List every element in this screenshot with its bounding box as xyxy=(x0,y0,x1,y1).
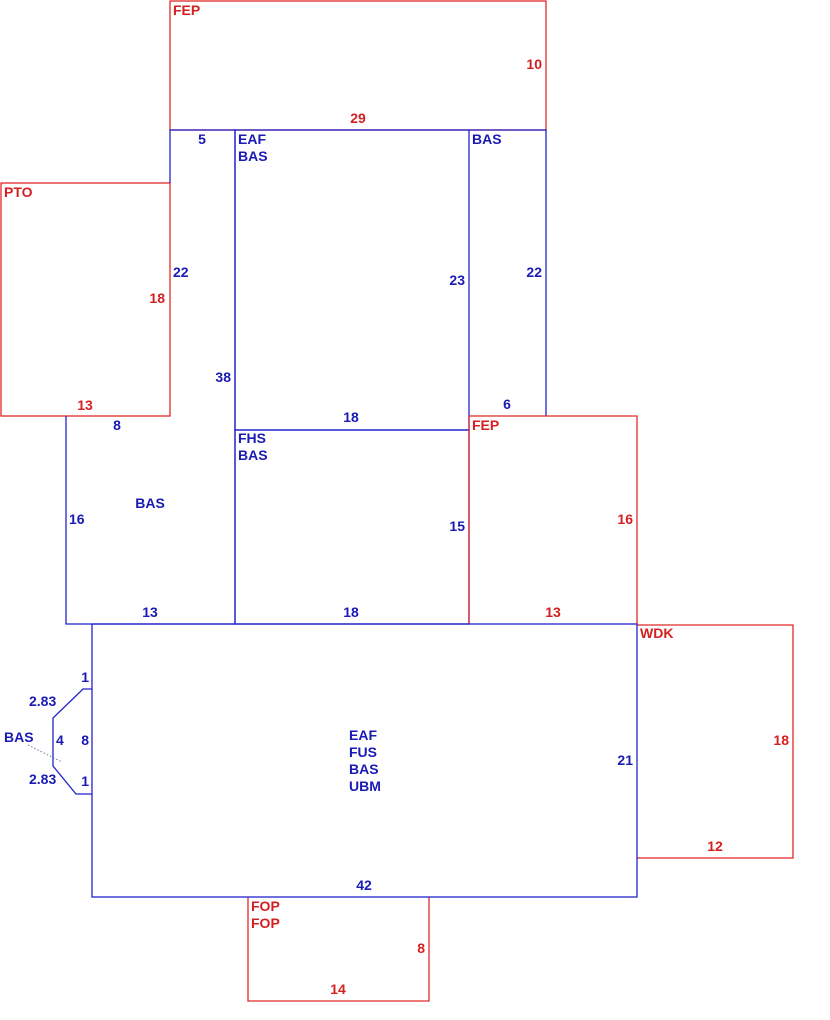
main-dim-height: 21 xyxy=(617,752,633,768)
bay-dim-diag-bottom: 2.83 xyxy=(29,771,56,787)
bay-dim-bottom-1: 1 xyxy=(81,773,89,789)
fhs-bas-code-1: FHS xyxy=(238,430,266,446)
main-code-3: BAS xyxy=(349,761,379,777)
bas-left-dim-8: 8 xyxy=(113,417,121,433)
bay-dim-top-1: 1 xyxy=(81,669,89,685)
wdk-code: WDK xyxy=(640,625,673,641)
area-main: EAF FUS BAS UBM 21 42 xyxy=(91,623,638,898)
wdk-outline xyxy=(637,624,794,859)
bas-left-dim-38: 38 xyxy=(215,369,231,385)
main-code-2: FUS xyxy=(349,744,377,760)
bay-leader-line xyxy=(27,744,63,763)
bas-left-dim-13: 13 xyxy=(142,604,158,620)
fhs-bas-dim-width: 18 xyxy=(343,604,359,620)
pto-outline xyxy=(0,182,171,417)
pto-code: PTO xyxy=(4,184,33,200)
bay-dim-diag-top: 2.83 xyxy=(29,693,56,709)
area-pto: PTO 18 13 xyxy=(0,182,171,417)
main-dim-width: 42 xyxy=(356,877,372,893)
area-fep-top: FEP 10 29 xyxy=(169,0,547,131)
area-bas-left: 5 22 38 8 16 13 BAS xyxy=(65,129,236,625)
eaf-bas-outline xyxy=(234,129,470,431)
main-code-1: EAF xyxy=(349,727,377,743)
bay-dim-depth: 4 xyxy=(56,732,64,748)
fep-top-code: FEP xyxy=(173,2,200,18)
bas-left-code: BAS xyxy=(135,495,165,511)
pto-dim-height: 18 xyxy=(149,290,165,306)
eaf-bas-code-1: EAF xyxy=(238,131,266,147)
pto-dim-width: 13 xyxy=(77,397,93,413)
wdk-dim-width: 12 xyxy=(707,838,723,854)
bas-right-code: BAS xyxy=(472,131,502,147)
area-bay-window: BAS 1 2.83 4 8 2.83 1 xyxy=(4,669,92,795)
bay-outline xyxy=(52,688,92,795)
fep-top-dim-width: 29 xyxy=(350,110,366,126)
area-fhs-bas: FHS BAS 15 18 xyxy=(234,429,470,625)
main-outline xyxy=(91,623,638,898)
bay-dim-width: 8 xyxy=(81,732,89,748)
bas-left-dim-16: 16 xyxy=(69,511,85,527)
area-fep-right: FEP 16 13 xyxy=(468,415,638,624)
main-code-4: UBM xyxy=(349,778,381,794)
fhs-bas-outline xyxy=(234,429,470,625)
fep-top-dim-height: 10 xyxy=(526,56,542,72)
bas-right-dim-width: 6 xyxy=(503,396,511,412)
fop-dim-width: 14 xyxy=(330,981,346,997)
fep-right-outline xyxy=(469,415,638,624)
eaf-bas-code-2: BAS xyxy=(238,148,268,164)
bas-left-outline xyxy=(65,129,236,625)
fop-dim-height: 8 xyxy=(417,940,425,956)
area-eaf-bas: EAF BAS 23 18 xyxy=(234,129,470,431)
area-fop: FOP FOP 8 14 xyxy=(247,897,430,1002)
eaf-bas-dim-height: 23 xyxy=(449,272,465,288)
fep-right-code: FEP xyxy=(472,417,499,433)
fop-code-2: FOP xyxy=(251,915,280,931)
area-bas-right: BAS 22 6 xyxy=(469,129,547,416)
bas-left-dim-22: 22 xyxy=(173,264,189,280)
bas-right-dim-height: 22 xyxy=(526,264,542,280)
fhs-bas-dim-height: 15 xyxy=(449,518,465,534)
fep-right-dim-height: 16 xyxy=(617,511,633,527)
fop-outline xyxy=(247,897,430,1002)
eaf-bas-dim-width: 18 xyxy=(343,409,359,425)
fhs-bas-code-2: BAS xyxy=(238,447,268,463)
bas-left-dim-5: 5 xyxy=(198,131,206,147)
area-wdk: WDK 18 12 xyxy=(637,624,794,859)
wdk-dim-height: 18 xyxy=(773,732,789,748)
fop-code-1: FOP xyxy=(251,898,280,914)
fep-right-dim-width: 13 xyxy=(545,604,561,620)
bay-code: BAS xyxy=(4,729,34,745)
bas-right-outline xyxy=(469,129,547,416)
